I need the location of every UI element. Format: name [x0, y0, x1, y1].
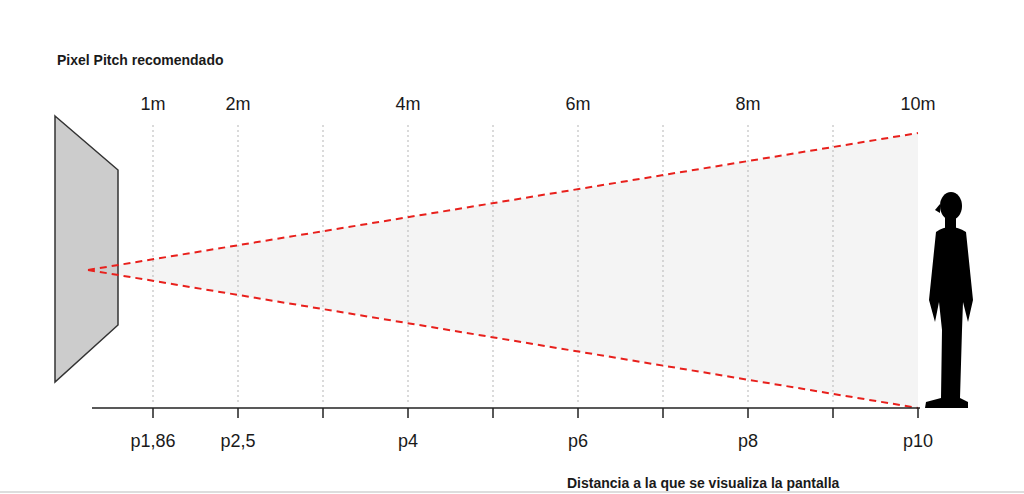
view-angle-lines [88, 133, 918, 408]
distance-gridlines [153, 125, 833, 405]
pitch-label: p10 [903, 432, 933, 452]
distance-label: 2m [225, 95, 250, 115]
distance-label: 10m [900, 95, 935, 115]
diagram-title: Pixel Pitch recomendado [57, 53, 224, 68]
bottom-rule [0, 491, 1024, 493]
pitch-label: p4 [398, 432, 418, 452]
pitch-label: p2,5 [220, 432, 255, 452]
led-screen [55, 116, 118, 382]
pitch-label: p1,86 [130, 432, 175, 452]
person-silhouette [925, 192, 973, 408]
pitch-label: p6 [568, 432, 588, 452]
distance-axis [92, 408, 920, 418]
distance-label: 6m [565, 95, 590, 115]
viewing-cone [88, 133, 918, 408]
pitch-label: p8 [738, 432, 758, 452]
distance-label: 8m [735, 95, 760, 115]
distance-label: 1m [140, 95, 165, 115]
distance-label: 4m [395, 95, 420, 115]
axis-title: Distancia a la que se visualiza la panta… [567, 476, 839, 491]
